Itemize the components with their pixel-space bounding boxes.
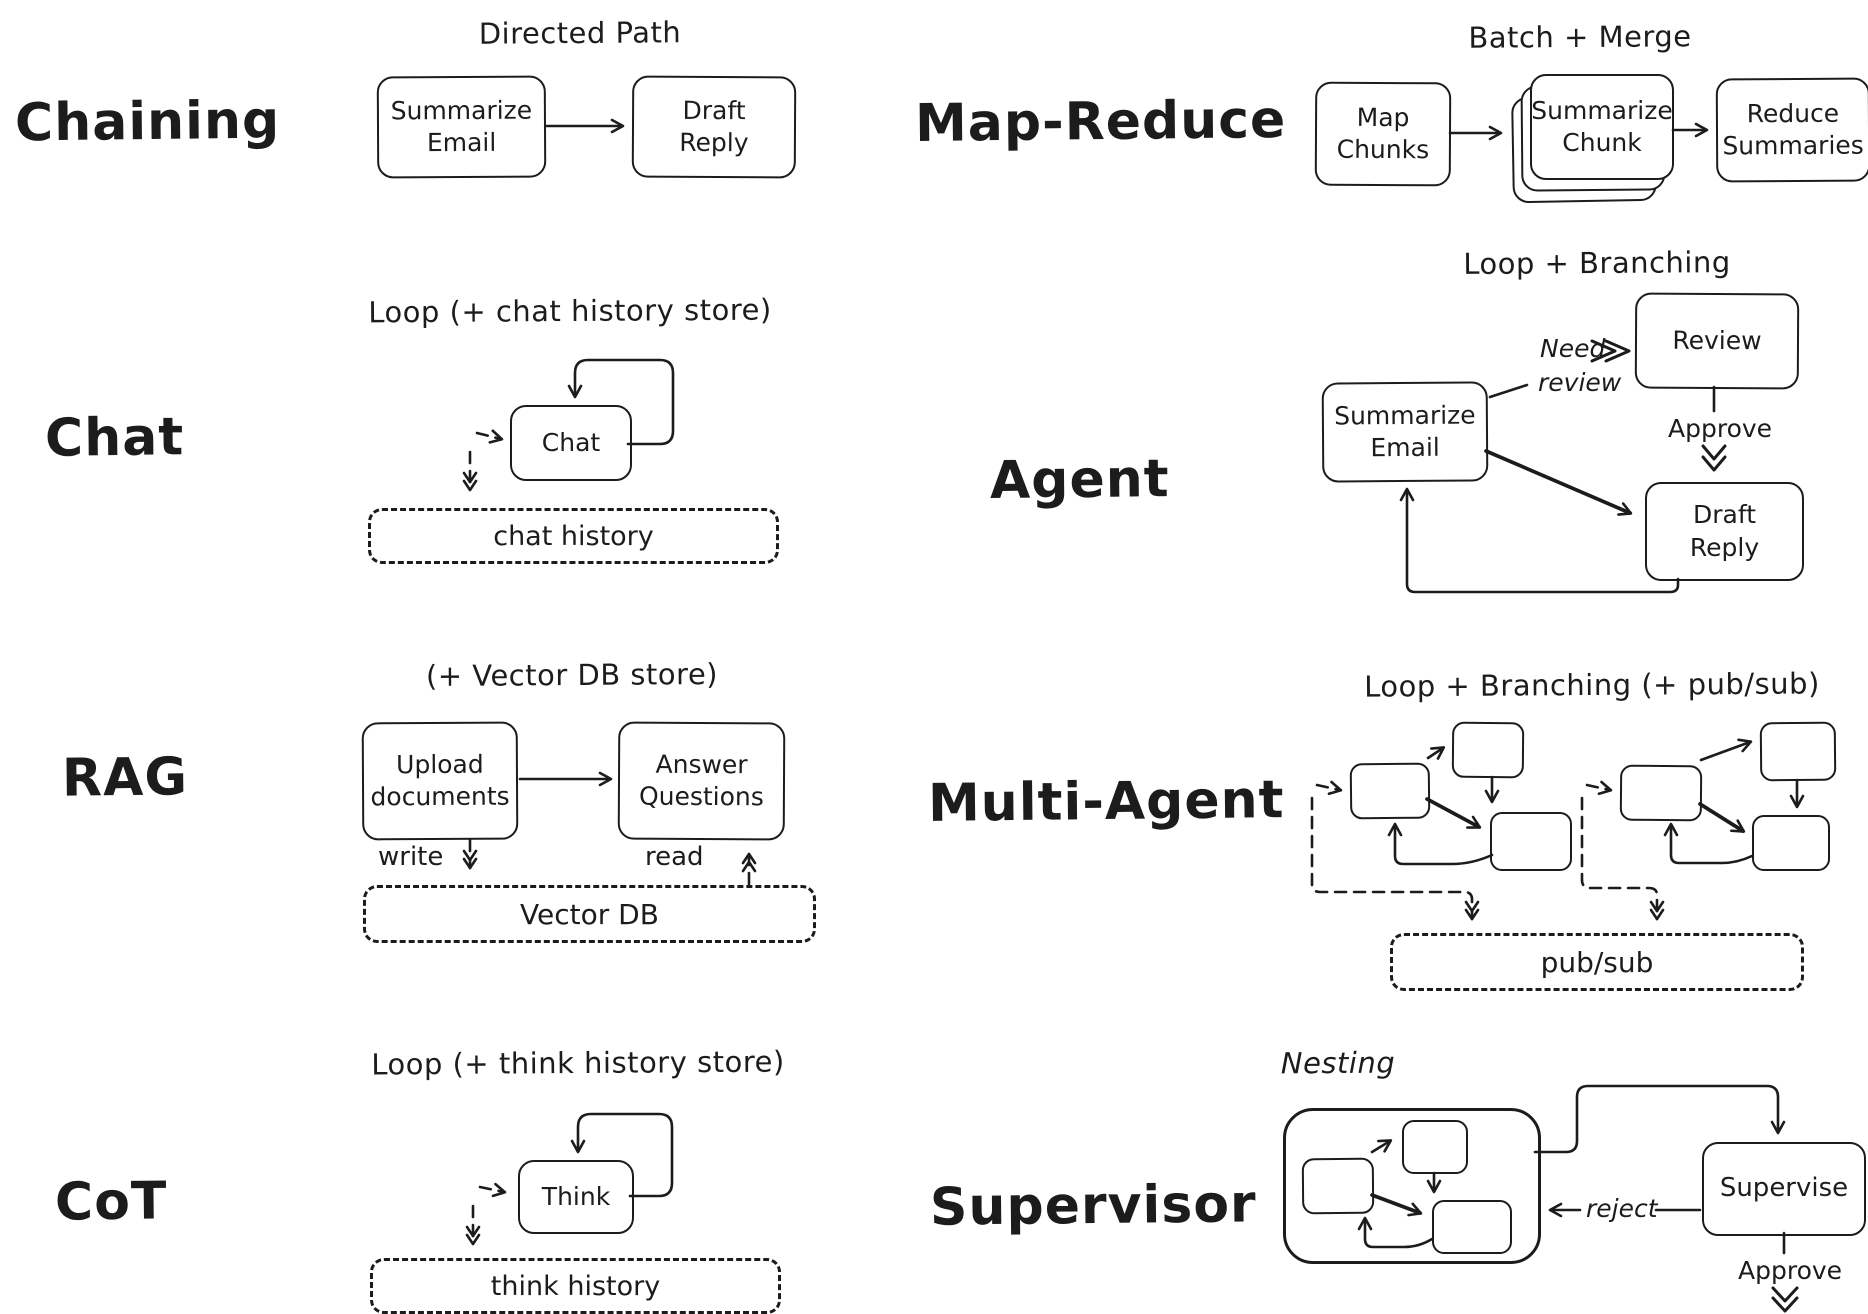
supervisor-label: Supervisor xyxy=(929,1174,1257,1238)
chaining-title: Directed Path xyxy=(478,15,682,51)
agent-node-review: Review xyxy=(1634,292,1800,390)
think-history-store: think history xyxy=(370,1258,781,1314)
cot-title: Loop (+ think history store) xyxy=(371,1044,785,1082)
supervisor-edge-label-reject: reject xyxy=(1586,1194,1658,1223)
multi-agent-right-node-b xyxy=(1759,721,1837,782)
approve-chevron-2 xyxy=(1701,455,1727,472)
cot-label: CoT xyxy=(54,1171,168,1233)
need-review-tick xyxy=(1488,383,1529,399)
multi-agent-left-node-a xyxy=(1349,762,1431,820)
rag-node-upload-documents: Upload documents xyxy=(361,721,519,841)
need-review-chevron-2 xyxy=(1604,339,1631,363)
rag-edge-label-read: read xyxy=(645,842,704,872)
agent-node-draft-reply: Draft Reply xyxy=(1645,482,1804,581)
summarize-to-draft-arrow xyxy=(1484,449,1633,516)
map-reduce-node-reduce-summaries: Reduce Summaries xyxy=(1715,77,1868,183)
draft-to-summarize-return-arrow xyxy=(1399,487,1680,594)
vector-db-store: Vector DB xyxy=(363,885,816,943)
multi-agent-right-node-c xyxy=(1752,815,1830,871)
supervisor-node-supervise: Supervise xyxy=(1702,1142,1866,1236)
agent-label: Agent xyxy=(989,449,1170,511)
agent-node-summarize-email: Summarize Email xyxy=(1321,381,1489,483)
chat-node-chat: Chat xyxy=(510,405,632,481)
map-reduce-node-map-chunks: Map Chunks xyxy=(1314,81,1452,187)
chat-title: Loop (+ chat history store) xyxy=(368,292,772,330)
multi-agent-label: Multi-Agent xyxy=(927,770,1285,834)
supervise-approve-chevron-2 xyxy=(1771,1296,1799,1313)
map-reduce-title: Batch + Merge xyxy=(1468,19,1692,55)
chaining-node-summarize-email: Summarize Email xyxy=(376,75,547,179)
supervisor-inner-node-top xyxy=(1402,1120,1468,1174)
multi-agent-right-node-a xyxy=(1619,764,1703,822)
left-c-loop-arrow xyxy=(1387,822,1494,866)
map-reduce-label: Map-Reduce xyxy=(914,90,1287,154)
right-a-to-b-arrow xyxy=(1699,738,1753,762)
cot-node-think: Think xyxy=(518,1160,634,1234)
rag-node-answer-questions: Answer Questions xyxy=(617,721,786,841)
agent-title: Loop + Branching xyxy=(1463,245,1731,281)
map-reduce-node-summarize-chunk: Summarize Chunk xyxy=(1530,74,1674,180)
rag-title: (+ Vector DB store) xyxy=(425,656,719,694)
multi-agent-left-node-c xyxy=(1490,812,1572,871)
supervise-approve-chevron-1 xyxy=(1771,1286,1799,1303)
rag-edge-label-write: write xyxy=(378,842,444,872)
agent-edge-label-need: Need xyxy=(1540,334,1606,363)
multi-agent-left-node-b xyxy=(1451,721,1525,779)
right-cluster-entry-arrow xyxy=(1585,780,1613,796)
chat-entry-arrow xyxy=(475,429,504,444)
multi-agent-title: Loop + Branching (+ pub/sub) xyxy=(1364,666,1820,704)
supervisor-inner-node-bottom xyxy=(1432,1200,1512,1254)
rag-label: RAG xyxy=(61,747,189,809)
chat-label: Chat xyxy=(44,407,185,469)
supervisor-title: Nesting xyxy=(1280,1045,1396,1081)
chat-history-store: chat history xyxy=(368,508,779,564)
supervisor-inner-node-left xyxy=(1301,1157,1375,1215)
agent-edge-label-review: review xyxy=(1538,368,1622,397)
left-cluster-entry-arrow xyxy=(1315,780,1343,796)
pub-sub-store: pub/sub xyxy=(1390,933,1804,991)
left-a-to-b-arrow xyxy=(1426,746,1446,760)
right-c-loop-arrow xyxy=(1663,822,1754,865)
agent-edge-label-approve: Approve xyxy=(1668,414,1773,443)
approve-chevron-1 xyxy=(1701,444,1727,461)
chaining-label: Chaining xyxy=(14,90,281,154)
chaining-node-draft-reply: Draft Reply xyxy=(631,75,797,179)
supervisor-edge-label-approve: Approve xyxy=(1738,1256,1843,1285)
right-a-to-c-arrow xyxy=(1698,802,1746,833)
left-a-to-c-arrow xyxy=(1425,797,1482,829)
cot-entry-arrow xyxy=(478,1182,507,1198)
